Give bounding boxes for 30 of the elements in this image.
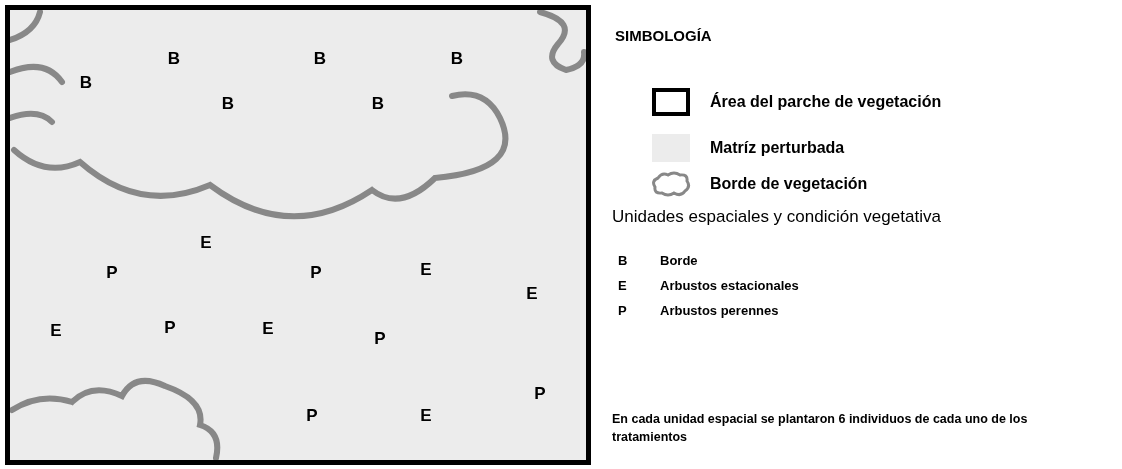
key-heading: Unidades espaciales y condición vegetativa [612, 206, 941, 229]
key-letter: E [618, 277, 627, 296]
key-description: Arbustos estacionales [660, 277, 799, 296]
unit-letter: E [420, 405, 432, 428]
legend-label: Matríz perturbada [710, 138, 845, 158]
unit-letter: P [306, 405, 318, 428]
unit-letter: P [164, 317, 176, 340]
legend-heading: SIMBOLOGÍA [615, 25, 712, 46]
unit-letter: B [450, 48, 464, 71]
unit-letter: E [420, 259, 432, 282]
key-description: Borde [660, 252, 698, 271]
key-letter: P [618, 302, 627, 321]
unit-letter: P [374, 328, 386, 351]
unit-letter: E [262, 318, 274, 341]
note-text: En cada unidad espacial se plantaron 6 individuos de cada uno de los tratamientos [612, 411, 1029, 446]
key-description: Arbustos perennes [660, 302, 779, 321]
legend-label: Área del parche de vegetación [710, 91, 942, 112]
unit-letter: B [371, 93, 385, 116]
unit-letter: E [526, 283, 538, 306]
unit-letter: E [200, 232, 212, 255]
unit-letter: P [534, 383, 546, 406]
unit-letter: B [221, 93, 235, 116]
unit-letter: P [106, 262, 118, 285]
unit-letter: P [310, 262, 322, 285]
unit-letter: B [167, 48, 181, 71]
key-letter: B [618, 252, 628, 271]
unit-letter: B [313, 48, 327, 71]
unit-letter: B [79, 72, 93, 95]
unit-letter: E [50, 320, 62, 343]
legend-label: Borde de vegetación [710, 174, 868, 194]
